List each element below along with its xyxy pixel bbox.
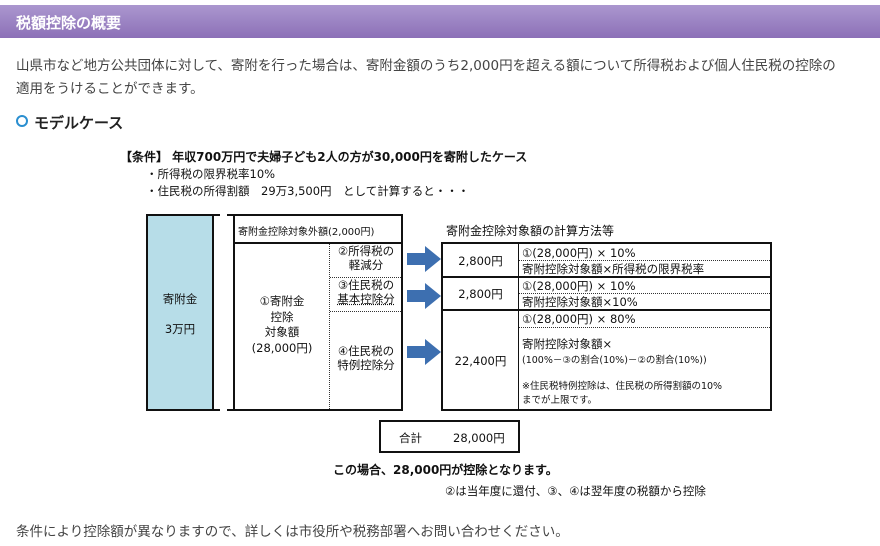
conclusion: この場合、28,000円が控除となります。 [333, 463, 558, 477]
ring-icon [16, 115, 28, 127]
target-label: ①寄附金 [259, 294, 305, 308]
row-formula: 寄附控除対象額×10% [522, 295, 638, 309]
row-amount: 2,800円 [458, 287, 503, 301]
row-formula: 寄附控除対象額× [522, 337, 613, 351]
row-amount: 22,400円 [454, 354, 507, 368]
row-formula: ①(28,000円) × 10% [522, 279, 636, 293]
section-header: 税額控除の概要 [0, 5, 880, 38]
total-amount: 28,000円 [453, 431, 505, 445]
arrow-right-icon [407, 246, 441, 272]
part4-label: ④住民税の [337, 344, 395, 358]
part3-label: 基本控除分 [337, 292, 395, 307]
intro-line-2: 適用をうけることができます。 [16, 81, 204, 97]
header-title: 税額控除の概要 [16, 14, 122, 32]
calc-table: 2,800円 ①(28,000円) × 10% 寄附控除対象額×所得税の限界税率… [441, 242, 772, 411]
dashed-connector-top [214, 214, 233, 216]
subheading: モデルケース [16, 112, 123, 133]
donation-box: 寄附金 3万円 [146, 214, 214, 411]
donation-label: 寄附金 [162, 292, 198, 306]
part2-label: ②所得税の [337, 244, 395, 258]
total-box: 合計 28,000円 [379, 420, 520, 453]
part3-label: ③住民税の [337, 278, 395, 292]
target-label: 対象額 [264, 325, 300, 340]
dashed-connector-bottom [214, 409, 233, 411]
target-amount: (28,000円) [251, 340, 313, 355]
breakdown-box: 寄附金控除対象外額(2,000円) ①寄附金 控除 対象額 (28,000円) … [233, 214, 403, 411]
arrow-right-icon [407, 339, 441, 365]
timing-note: ②は当年度に還付、③、④は翌年度の税額から控除 [445, 484, 706, 498]
condition-title: 【条件】 年収700万円で夫婦子ども2人の方が30,000円を寄附したケース [120, 150, 528, 164]
row-formula: 寄附控除対象額×所得税の限界税率 [522, 262, 705, 276]
total-label: 合計 [399, 431, 422, 445]
arrow-right-icon [407, 283, 441, 309]
row-note: までが上限です。 [522, 395, 598, 406]
donation-amount: 3万円 [164, 322, 196, 336]
part2-label: 軽減分 [348, 258, 384, 273]
condition-bullet-1: ・所得税の限界税率10% [146, 167, 276, 181]
row-amount: 2,800円 [458, 254, 503, 268]
intro-line-1: 山県市など地方公共団体に対して、寄附を行った場合は、寄附金額のうち2,000円を… [16, 58, 836, 74]
row-formula: ①(28,000円) × 80% [522, 312, 636, 326]
row-formula: ①(28,000円) × 10% [522, 246, 636, 260]
subheading-text: モデルケース [34, 114, 124, 132]
calc-title: 寄附金控除対象額の計算方法等 [446, 224, 615, 238]
part4-label: 特例控除分 [337, 358, 395, 373]
condition-bullet-2: ・住民税の所得割額 29万3,500円 として計算すると・・・ [146, 184, 470, 198]
footer-note: 条件により控除額が異なりますので、詳しくは市役所や税務部署へお問い合わせください… [16, 524, 569, 540]
row-note: ※住民税特例控除は、住民税の所得割額の10% [522, 381, 723, 392]
row-formula: (100%－③の割合(10%)－②の割合(10%)) [522, 355, 707, 366]
target-label: 控除 [270, 309, 294, 324]
excluded-amount: 寄附金控除対象外額(2,000円) [238, 227, 375, 238]
